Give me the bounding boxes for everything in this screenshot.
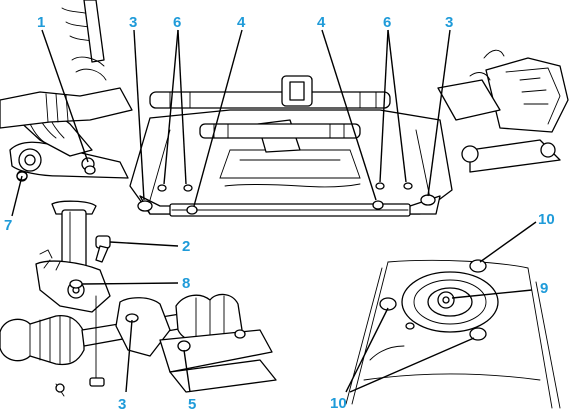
- callout-3-right: 3: [445, 14, 453, 31]
- outer-cv-boot: [0, 314, 85, 366]
- lower-control-arm: [55, 295, 277, 397]
- callout-6-right: 6: [383, 14, 391, 31]
- left-spring-top: [61, 0, 107, 81]
- callout-7: 7: [4, 217, 12, 234]
- callout-2: 2: [182, 238, 190, 255]
- callout-1: 1: [37, 14, 45, 31]
- lower-left-assembly: [0, 200, 277, 397]
- callout-10-bottom: 10: [330, 395, 347, 412]
- callout-3-bottom: 3: [118, 396, 126, 413]
- leader-lines: [11, 29, 537, 393]
- stabilizer-link: [95, 235, 111, 263]
- tower-nut-lower: [469, 327, 487, 341]
- bolt-8: [69, 279, 83, 289]
- steering-rack: [149, 75, 391, 153]
- callout-10-top: 10: [538, 211, 555, 228]
- right-steering-end: [437, 49, 569, 173]
- tower-nut-left: [379, 297, 397, 311]
- callouts: 1 3 6 4 4 6 3 7 2 8 3 5 10 9 10: [4, 14, 555, 413]
- callout-5: 5: [188, 396, 196, 413]
- left-boot-top: [0, 87, 133, 129]
- callout-6-left: 6: [173, 14, 181, 31]
- subframe-bolts: [16, 165, 436, 215]
- callout-9: 9: [540, 280, 548, 297]
- callout-4-left: 4: [237, 14, 246, 31]
- callout-4-right: 4: [317, 14, 326, 31]
- tower-nut-upper: [469, 259, 487, 273]
- callout-8: 8: [182, 275, 190, 292]
- callout-3-left: 3: [129, 14, 137, 31]
- front-subframe-assembly: [0, 0, 569, 217]
- strut-tower-top: [345, 259, 561, 409]
